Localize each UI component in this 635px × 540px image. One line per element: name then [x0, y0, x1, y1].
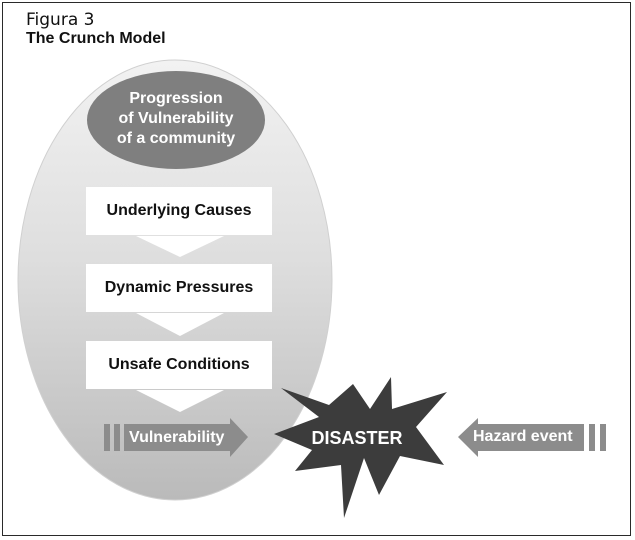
vulnerability-arrow-bar-2 — [114, 424, 120, 451]
hazard-arrow-bar-2 — [600, 424, 606, 451]
progression-label: Progression of Vulnerability of a commun… — [88, 89, 264, 149]
disaster-burst — [274, 377, 447, 518]
stage-underlying-causes: Underlying Causes — [86, 187, 272, 235]
stage-unsafe-conditions: Unsafe Conditions — [86, 341, 272, 389]
stage-dynamic-pressures: Dynamic Pressures — [86, 264, 272, 312]
hazard-event-label: Hazard event — [473, 428, 573, 445]
down-arrow-1 — [136, 236, 224, 257]
vulnerability-arrow — [124, 418, 248, 457]
figure-label: Figura 3 — [26, 10, 95, 30]
vulnerability-label: Vulnerability — [129, 429, 225, 446]
down-arrow-3 — [136, 390, 224, 412]
down-arrow-2 — [136, 313, 224, 336]
hazard-event-arrow — [458, 418, 584, 457]
figure-title: The Crunch Model — [26, 30, 166, 47]
figure-frame — [2, 2, 631, 536]
progression-line-2: of Vulnerability — [118, 110, 234, 127]
progression-bubble — [87, 71, 265, 169]
disaster-label: DISASTER — [311, 428, 403, 448]
hazard-arrow-bar-1 — [589, 424, 595, 451]
progression-line-3: of a community — [116, 130, 236, 147]
progression-line-1: Progression — [129, 90, 223, 107]
vulnerability-arrow-bar-1 — [104, 424, 110, 451]
